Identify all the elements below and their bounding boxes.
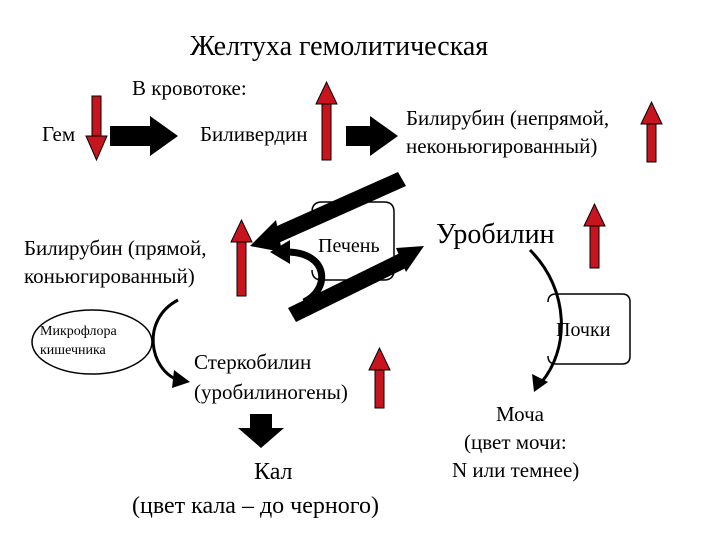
urobilin-up-indicator [583, 202, 606, 269]
bilirubin-to-stercobilin-curve [151, 298, 179, 382]
bilirubin-direct-line2: коньюгированный) [24, 264, 195, 288]
liver-curve-arrow [285, 248, 326, 306]
urine-line1: Моча [496, 402, 544, 426]
heme-label: Гем [42, 122, 76, 146]
biliverdin-up-indicator [315, 80, 338, 161]
urobilin-to-urine-head [532, 374, 548, 392]
microflora-line2: кишечника [40, 343, 106, 358]
liver-curve-arrowhead [270, 240, 290, 264]
biliverdin-label: Биливердин [200, 122, 308, 146]
bilirubin-to-liver-arrow [250, 172, 406, 252]
feces-line1: Кал [254, 459, 293, 485]
urobilin-label: Уробилин [436, 219, 555, 250]
bilirubin-indirect-line2: неконьюгированный) [406, 134, 598, 158]
bloodstream-label: В кровотоке: [132, 76, 247, 100]
bilirubin-indirect-line1: Билирубин (непрямой, [406, 106, 610, 130]
biliverdin-to-bilirubin-arrow [346, 116, 398, 156]
bilirubin-to-stercobilin-head [172, 370, 190, 388]
urobilin-to-urine-curve [528, 248, 563, 385]
microflora-ellipse [31, 309, 153, 375]
urine-line2: (цвет мочи: [464, 430, 567, 454]
liver-to-urobilin-arrow [288, 246, 424, 322]
urine-line3: N или темнее) [452, 458, 580, 482]
stercobilin-up-indicator [368, 346, 391, 409]
stercobilin-line2: (уробилиногены) [194, 380, 348, 404]
stercobilin-to-feces-arrow [238, 414, 284, 448]
bilirubin-direct-up-indicator [230, 218, 253, 297]
liver-box [311, 201, 395, 281]
diagram-title: Желтуха гемолитическая [190, 31, 489, 62]
bilirubin-indirect-up-indicator [640, 100, 663, 163]
heme-down-indicator [85, 95, 108, 162]
feces-line2: (цвет кала – до черного) [132, 493, 379, 519]
microflora-line1: Микрофлора [40, 324, 117, 339]
liver-label: Печень [318, 235, 380, 257]
bilirubin-direct-line1: Билирубин (прямой, [24, 236, 207, 260]
stercobilin-line1: Стеркобилин [194, 350, 312, 374]
kidneys-label: Почки [556, 319, 611, 341]
heme-to-biliverdin-arrow [110, 116, 178, 156]
